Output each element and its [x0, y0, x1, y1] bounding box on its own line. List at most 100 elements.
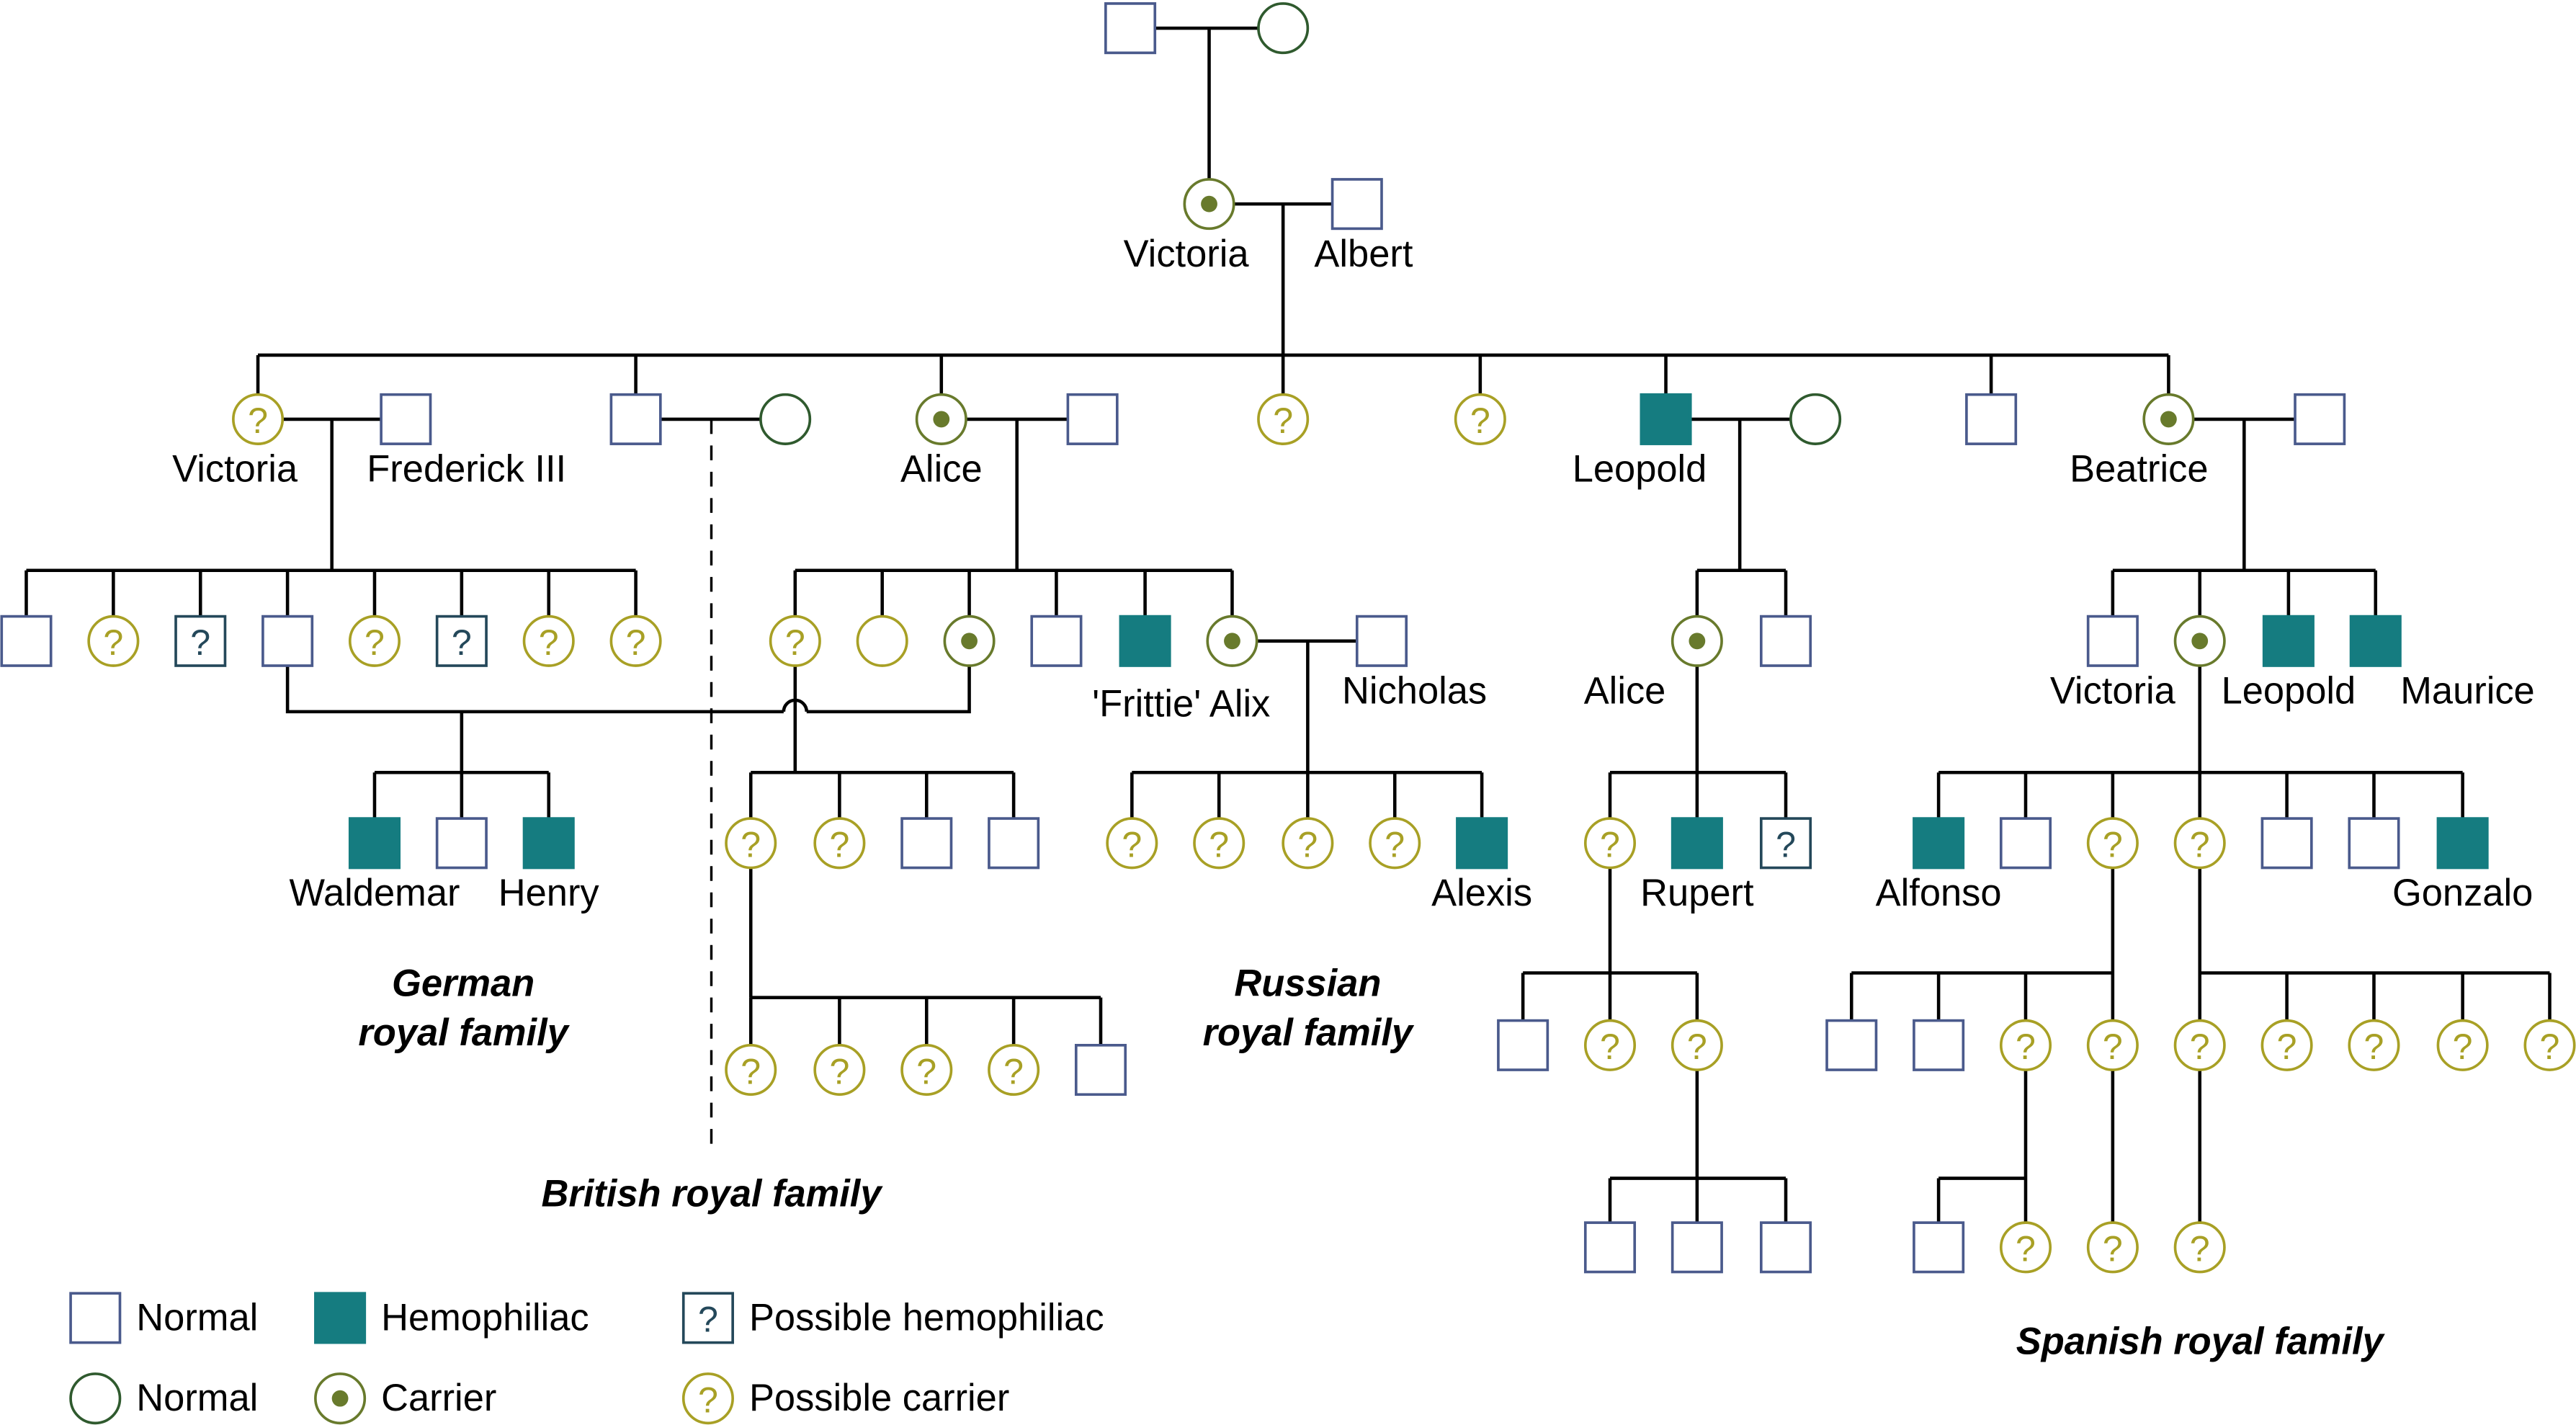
person-g3: ? — [174, 615, 227, 667]
legend-label: Normal — [136, 1377, 258, 1419]
possible-carrier-circle — [1999, 1019, 2052, 1071]
person-label-c3: Alice — [900, 449, 983, 491]
question-mark-icon: ? — [829, 1051, 849, 1091]
person-label-lc2: Rupert — [1640, 872, 1754, 914]
normal-male-square — [900, 817, 953, 870]
possible-carrier-circle — [1671, 1019, 1723, 1071]
normal-male-square — [69, 1292, 122, 1344]
question-mark-icon: ? — [1209, 825, 1229, 865]
question-mark-icon: ? — [1122, 825, 1142, 865]
question-mark-icon: ? — [2190, 1027, 2210, 1067]
normal-male-square — [435, 817, 488, 870]
person-sa2 — [1913, 1019, 1965, 1071]
possible-carrier-circle — [1583, 1019, 1637, 1071]
legend-symbol — [69, 1372, 122, 1425]
question-mark-icon: ? — [1003, 1051, 1024, 1091]
possible-carrier-circle — [2523, 1019, 2576, 1071]
person-bb3: ? — [900, 1043, 953, 1096]
normal-male-square — [988, 817, 1040, 870]
possible-carrier-circle — [2260, 1019, 2313, 1071]
possible-carrier-circle — [1193, 817, 1245, 870]
normal-female-circle — [759, 393, 812, 445]
possible-carrier-circle — [1106, 817, 1158, 870]
question-mark-icon: ? — [2016, 1229, 2036, 1269]
person-b2 — [2173, 615, 2226, 667]
person-label-l1: Alice — [1584, 670, 1666, 712]
person-b3 — [2262, 615, 2315, 667]
family-titles: German royal family Russian royal family… — [358, 962, 2385, 1362]
person-bb5 — [1074, 1043, 1127, 1096]
person-c4: ? — [1257, 393, 1310, 445]
normal-male-square — [1999, 817, 2052, 870]
question-mark-icon: ? — [2103, 1027, 2123, 1067]
person-label-c1: Victoria — [172, 449, 298, 491]
normal-male-square — [1583, 1221, 1637, 1274]
hemophiliac-male-square — [348, 817, 401, 870]
person-sb1: ? — [2173, 1019, 2226, 1071]
question-mark-icon: ? — [190, 622, 210, 663]
carrier-dot-icon — [331, 1390, 349, 1407]
legend-label: Carrier — [381, 1377, 496, 1419]
spanish-family-title: Spanish royal family — [2016, 1321, 2386, 1363]
person-c7 — [1965, 393, 2018, 445]
person-lg2: ? — [1583, 1019, 1637, 1071]
person-w1 — [348, 817, 401, 870]
possible-carrier-circle — [1454, 393, 1506, 445]
person-gf — [1104, 2, 1157, 55]
legend-label: Hemophiliac — [381, 1297, 589, 1339]
person-sb5: ? — [2523, 1019, 2576, 1071]
person-label-b3: Leopold — [2222, 670, 2356, 712]
hemophiliac-male-square — [1119, 615, 1171, 667]
question-mark-icon: ? — [741, 1051, 761, 1091]
legend-item-female_normal: Normal — [69, 1372, 258, 1425]
possible-carrier-circle — [856, 615, 908, 667]
possible-carrier-circle — [2173, 1019, 2226, 1071]
hemophiliac-male-square — [1671, 817, 1723, 870]
normal-male-square — [1074, 1043, 1127, 1096]
person-bb4: ? — [988, 1043, 1040, 1096]
person-a2 — [856, 615, 908, 667]
pedigree-connector — [285, 666, 784, 714]
possible-hemophiliac-square — [174, 615, 227, 667]
person-victoria — [1183, 178, 1235, 231]
question-mark-icon: ? — [2016, 1027, 2036, 1067]
legend-item-carrier: Carrier — [314, 1372, 496, 1425]
normal-male-square — [1066, 393, 1119, 445]
person-s6 — [2348, 817, 2400, 870]
question-mark-icon: ? — [1385, 825, 1405, 865]
person-l1 — [1671, 615, 1723, 667]
person-b4 — [2349, 615, 2402, 667]
pedigree-lines — [24, 26, 2552, 1223]
person-lg3: ? — [1671, 1019, 1723, 1071]
legend-item-hemophiliac: Hemophiliac — [314, 1292, 589, 1344]
german-family-title-1: German — [392, 962, 535, 1004]
person-label-frittie-alix: 'Frittie' Alix — [1092, 684, 1270, 725]
person-label-r5: Alexis — [1431, 872, 1532, 914]
possible-hemophiliac-square — [1759, 817, 1812, 870]
person-br1: ? — [725, 817, 777, 870]
person-br3 — [900, 817, 953, 870]
legend-symbol: ? — [681, 1372, 734, 1425]
person-c3h — [1066, 393, 1119, 445]
possible-carrier-circle — [348, 615, 401, 667]
person-sd1: ? — [2086, 1221, 2139, 1274]
possible-hemophiliac-square — [681, 1292, 734, 1344]
question-mark-icon: ? — [698, 1300, 718, 1340]
person-label-albert: Albert — [1314, 233, 1413, 275]
normal-male-square — [1965, 393, 2018, 445]
person-c8 — [2142, 393, 2195, 445]
possible-carrier-circle — [681, 1372, 734, 1425]
person-albert — [1331, 178, 1383, 231]
question-mark-icon: ? — [248, 401, 268, 441]
question-mark-icon: ? — [2453, 1027, 2473, 1067]
person-s3: ? — [2086, 817, 2139, 870]
person-lgg1 — [1583, 1221, 1637, 1274]
person-sb4: ? — [2436, 1019, 2489, 1071]
russian-family-title-1: Russian — [1234, 962, 1381, 1004]
question-mark-icon: ? — [1273, 401, 1293, 441]
possible-carrier-circle — [232, 393, 285, 445]
question-mark-icon: ? — [539, 622, 559, 663]
person-label-s7: Gonzalo — [2392, 872, 2533, 914]
person-c6w — [1789, 393, 1842, 445]
